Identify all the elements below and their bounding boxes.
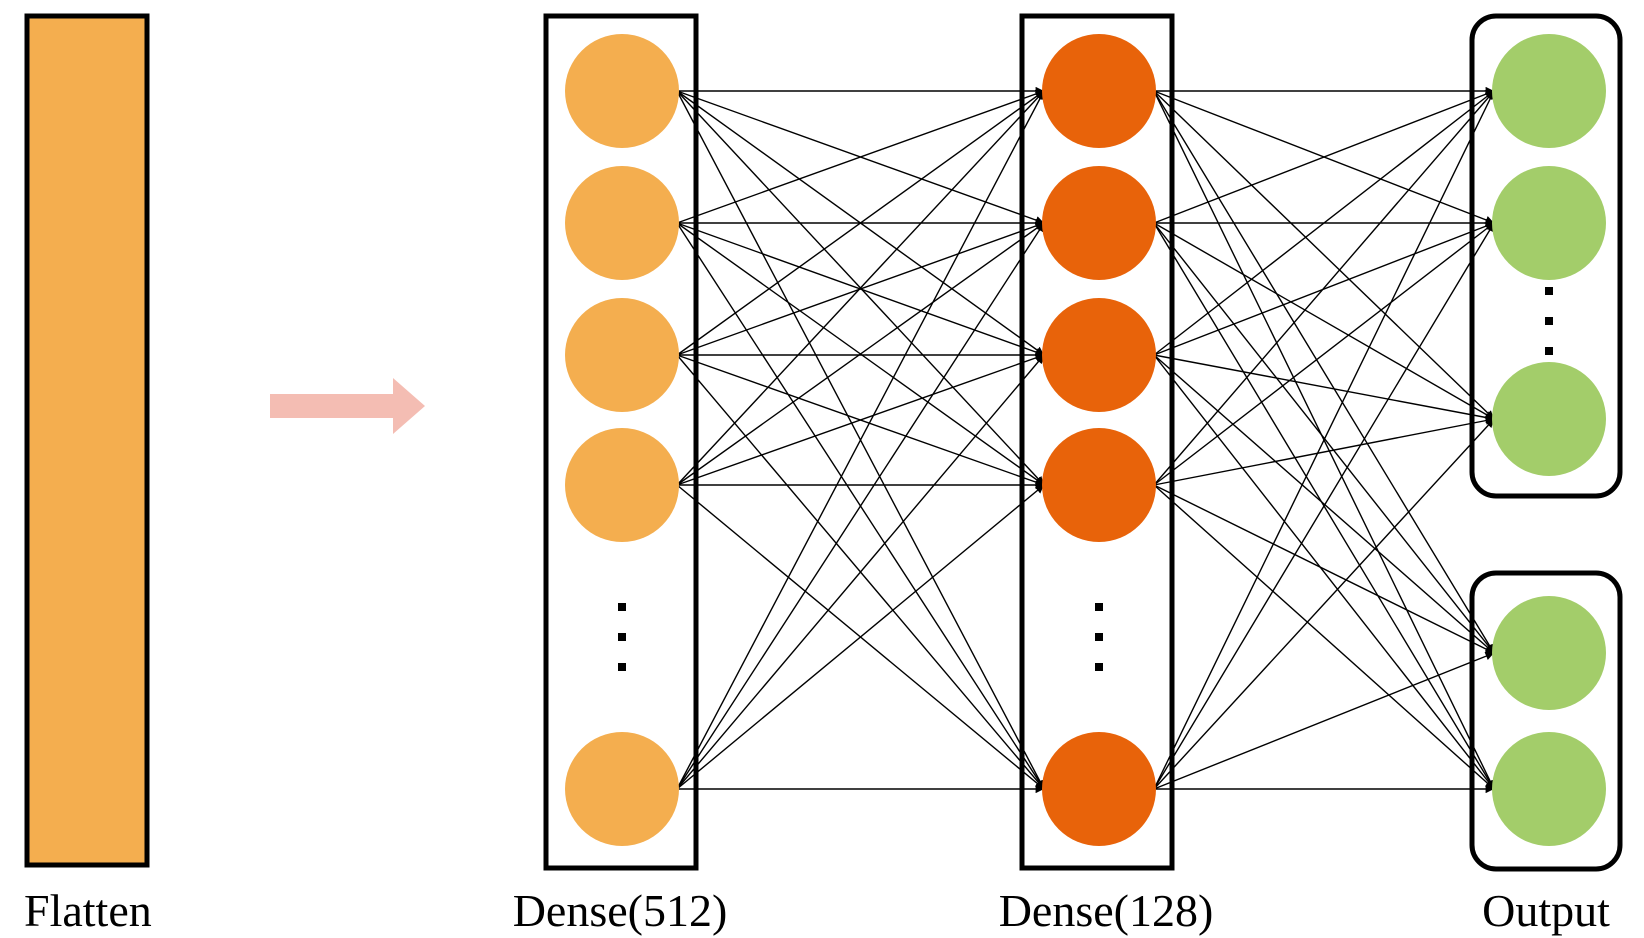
connection-line xyxy=(1153,222,1495,790)
dense512-label: Dense(512) xyxy=(513,885,728,936)
flatten-layer xyxy=(24,13,150,868)
output-group-2-box xyxy=(1469,570,1623,872)
dense512-box xyxy=(543,13,699,871)
dense512-ellipsis-dot xyxy=(618,603,626,611)
nodes xyxy=(565,34,1606,846)
connection-line xyxy=(676,89,1045,224)
connection-line xyxy=(676,90,1045,790)
connection-line xyxy=(1153,416,1495,486)
connection-line xyxy=(676,90,1045,356)
connection-line xyxy=(1153,354,1495,790)
dense512-ellipsis-dot xyxy=(618,633,626,641)
output-group-1-node xyxy=(1492,362,1606,476)
connection-line xyxy=(1153,222,1495,486)
connection-line xyxy=(1153,90,1495,790)
dense512-node xyxy=(565,732,679,846)
dense128-node xyxy=(1042,732,1156,846)
flatten-label: Flatten xyxy=(24,885,152,936)
connection-line xyxy=(1153,222,1495,420)
output-ellipsis-dot xyxy=(1545,317,1553,325)
connection-line xyxy=(1153,354,1495,422)
connection-line xyxy=(676,222,1045,486)
dense128-ellipsis-dot xyxy=(1095,603,1103,611)
layer-transition-arrow xyxy=(270,378,425,434)
dense128-box xyxy=(1019,13,1175,871)
connection-line xyxy=(676,484,1045,790)
dense128-label: Dense(128) xyxy=(999,885,1214,936)
connection-line xyxy=(676,354,1045,790)
output-group-2-node xyxy=(1492,732,1606,846)
connection-line xyxy=(1153,484,1495,654)
dense128-node xyxy=(1042,166,1156,280)
connection-line xyxy=(1153,652,1495,790)
connection-line xyxy=(1153,354,1495,654)
dense128-node xyxy=(1042,298,1156,412)
connection-line xyxy=(1153,484,1495,790)
connection-line xyxy=(676,353,1045,486)
connection-line xyxy=(676,90,1045,486)
connections xyxy=(676,86,1495,794)
dense512-ellipsis-dot xyxy=(618,663,626,671)
output-group-1-node xyxy=(1492,166,1606,280)
connection-line xyxy=(1153,90,1495,654)
output-group-2-node xyxy=(1492,596,1606,710)
connection-line xyxy=(1153,90,1495,420)
connection-line xyxy=(1153,90,1495,356)
dense512-node xyxy=(565,34,679,148)
dense128-node xyxy=(1042,428,1156,542)
connection-line xyxy=(676,222,1045,790)
connection-line xyxy=(1153,90,1495,486)
output-ellipsis-dot xyxy=(1545,347,1553,355)
dense128-node xyxy=(1042,34,1156,148)
dense128-ellipsis-dot xyxy=(1095,663,1103,671)
dense512-node xyxy=(565,166,679,280)
dense512-node xyxy=(565,298,679,412)
output-label: Output xyxy=(1482,885,1610,936)
output-group-1-box xyxy=(1469,13,1623,499)
connection-line xyxy=(1153,418,1495,790)
dense512-node xyxy=(565,428,679,542)
dense128-ellipsis-dot xyxy=(1095,633,1103,641)
connection-line xyxy=(1153,222,1495,654)
output-group-1-node xyxy=(1492,34,1606,148)
connection-line xyxy=(1153,90,1495,224)
output-ellipsis-dot xyxy=(1545,287,1553,295)
